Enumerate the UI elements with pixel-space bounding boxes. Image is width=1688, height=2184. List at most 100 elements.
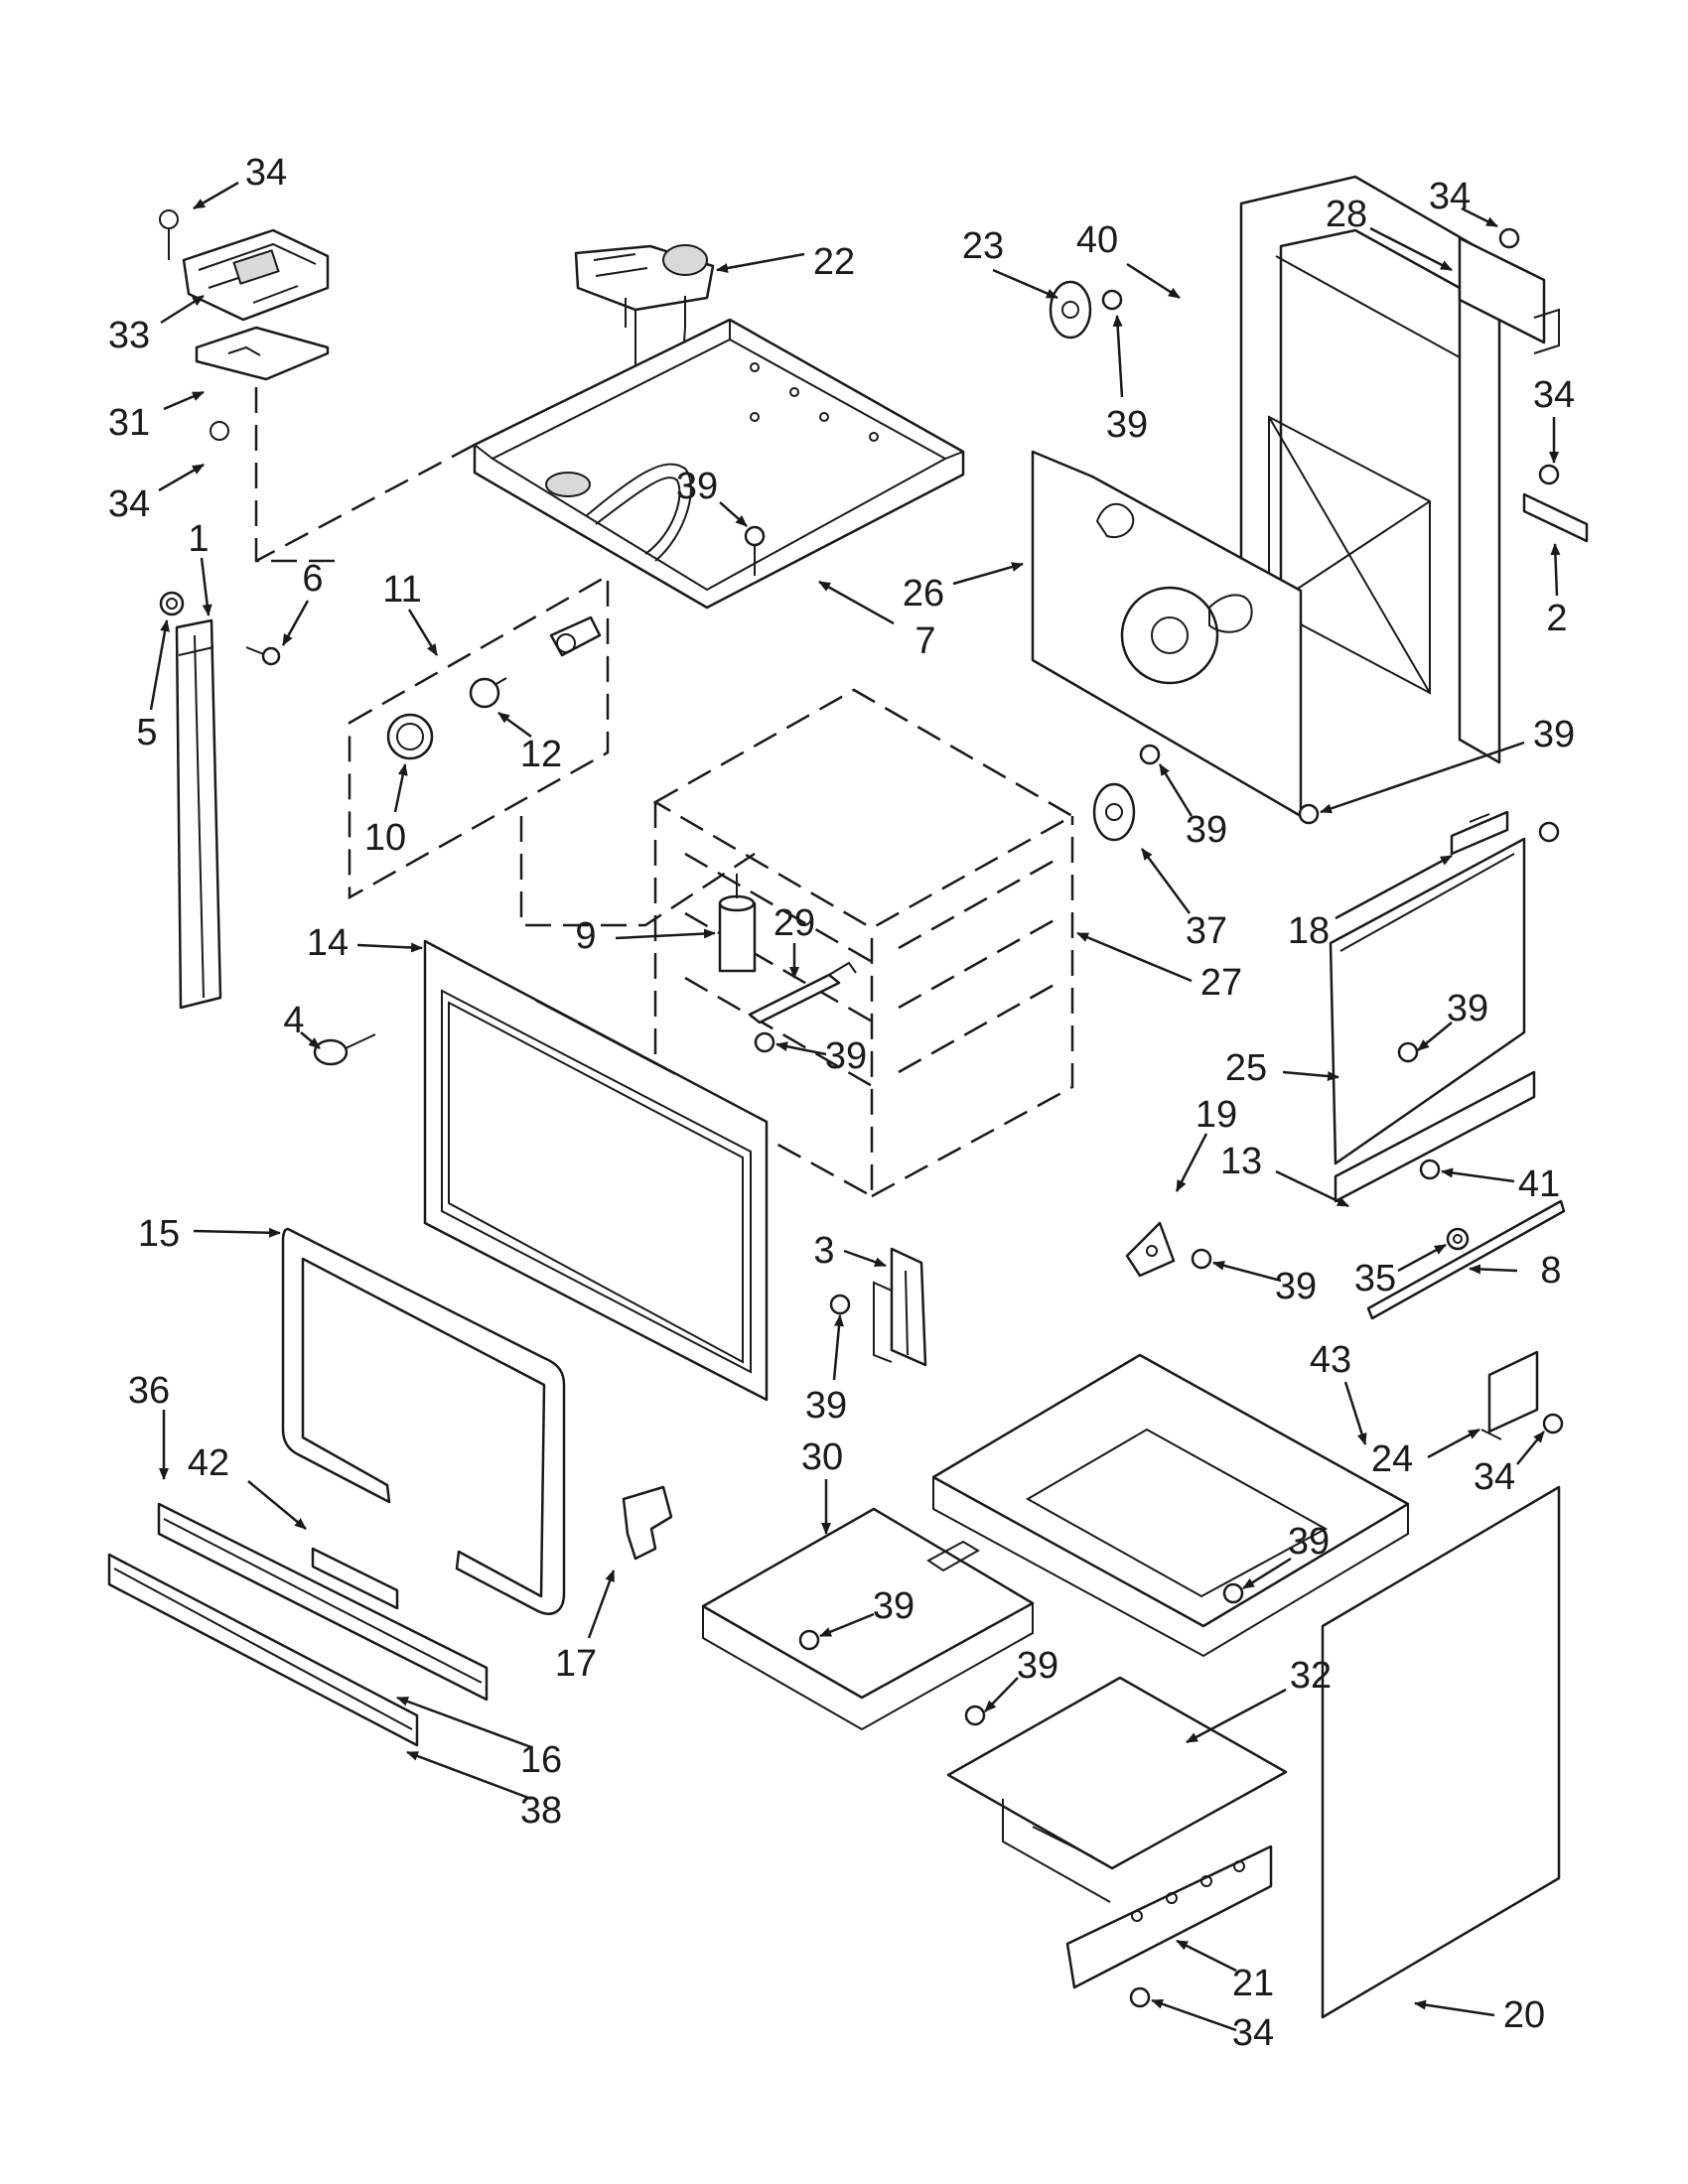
callout-c39d: 39 bbox=[1158, 763, 1227, 851]
part-number-label: 10 bbox=[364, 817, 406, 859]
callout-c24: 24 bbox=[1371, 1428, 1480, 1480]
leader-arrow bbox=[1461, 206, 1498, 228]
door-latch-motor bbox=[574, 244, 715, 328]
leader-arrow bbox=[1275, 1169, 1349, 1208]
leader-arrow bbox=[1186, 1688, 1287, 1744]
hidden-line bbox=[254, 387, 340, 563]
leader-arrow bbox=[497, 711, 532, 739]
callout-c1: 1 bbox=[188, 518, 212, 616]
oven-light-knob bbox=[313, 1033, 376, 1066]
callout-c43: 43 bbox=[1310, 1339, 1367, 1445]
callout-c39b: 39 bbox=[1106, 315, 1148, 446]
part-number-label: 7 bbox=[914, 620, 935, 662]
callout-c21: 21 bbox=[1176, 1939, 1274, 2004]
part-number-label: 18 bbox=[1288, 910, 1330, 952]
lower-front-trim bbox=[157, 1502, 489, 1702]
screw-6 bbox=[245, 646, 281, 666]
part-number-label: 32 bbox=[1290, 1655, 1332, 1697]
screw-39g bbox=[829, 1294, 851, 1315]
thermostat-37 bbox=[1092, 782, 1136, 842]
door-gasket bbox=[281, 1227, 566, 1615]
lower-panel-30 bbox=[701, 1507, 1035, 1731]
part-number-label: 22 bbox=[813, 241, 855, 283]
part-number-label: 9 bbox=[575, 915, 596, 957]
screw-39a bbox=[744, 525, 766, 576]
leader-arrow bbox=[200, 557, 212, 616]
leader-arrow bbox=[1151, 1998, 1237, 2032]
callout-c28: 28 bbox=[1326, 194, 1453, 272]
kick-strip bbox=[107, 1553, 419, 1747]
part-number-label: 34 bbox=[108, 483, 150, 525]
leader-arrow bbox=[193, 1227, 281, 1238]
leader-arrow bbox=[300, 1031, 321, 1049]
rail-2 bbox=[1522, 492, 1589, 543]
callout-c34b: 34 bbox=[108, 463, 205, 525]
part-number-label: 27 bbox=[1200, 962, 1242, 1004]
leader-arrow bbox=[819, 1612, 875, 1638]
leader-arrow bbox=[1175, 1133, 1208, 1192]
part-number-label: 36 bbox=[128, 1370, 170, 1412]
trim-clip bbox=[159, 591, 185, 616]
part-number-label: 28 bbox=[1326, 194, 1367, 235]
callout-c34e: 34 bbox=[1474, 1431, 1545, 1498]
part-number-label: 1 bbox=[188, 518, 209, 560]
leader-arrow bbox=[393, 763, 408, 813]
callout-c39a: 39 bbox=[676, 466, 748, 527]
part-number-label: 39 bbox=[1275, 1266, 1317, 1307]
part-number-label: 30 bbox=[801, 1436, 843, 1478]
callout-c34d: 34 bbox=[1533, 374, 1575, 464]
callout-c34f: 34 bbox=[1151, 1998, 1274, 2054]
callout-c42: 42 bbox=[188, 1442, 307, 1530]
leader-arrow bbox=[247, 1480, 307, 1530]
callout-c2: 2 bbox=[1546, 543, 1568, 639]
rail-8 bbox=[1366, 1199, 1566, 1320]
screw-39j bbox=[798, 1629, 820, 1651]
leader-arrow bbox=[281, 600, 310, 646]
side-bracket-panel bbox=[1329, 837, 1526, 1165]
lamp-lens bbox=[386, 713, 434, 760]
screw-39f bbox=[1397, 1041, 1419, 1063]
leader-arrow bbox=[1469, 1264, 1518, 1275]
part-number-label: 16 bbox=[520, 1739, 562, 1781]
leader-arrow bbox=[1414, 1999, 1495, 2017]
screw-39d bbox=[1139, 744, 1161, 765]
control-board-bracket bbox=[159, 209, 330, 322]
leader-arrow bbox=[1282, 1070, 1339, 1082]
callout-c39i: 39 bbox=[1242, 1521, 1330, 1590]
trim-insert bbox=[311, 1547, 399, 1610]
board-cover-plate bbox=[195, 326, 330, 381]
screw-34e bbox=[1542, 1413, 1564, 1434]
screw-39k bbox=[964, 1705, 986, 1726]
part-number-label: 25 bbox=[1225, 1047, 1267, 1089]
front-trim-strip bbox=[175, 618, 222, 1010]
callout-c32: 32 bbox=[1186, 1655, 1332, 1744]
callout-c14: 14 bbox=[307, 922, 423, 964]
callout-c34c: 34 bbox=[1429, 176, 1498, 228]
callout-c39c: 39 bbox=[1320, 714, 1575, 814]
callout-c8: 8 bbox=[1469, 1250, 1562, 1292]
part-number-label: 3 bbox=[813, 1230, 834, 1272]
callout-c11: 11 bbox=[382, 569, 439, 656]
bracket-19 bbox=[1125, 1221, 1176, 1278]
leader-arrow bbox=[587, 1570, 616, 1639]
part-number-label: 13 bbox=[1220, 1141, 1262, 1182]
callout-c35: 35 bbox=[1354, 1243, 1447, 1299]
part-number-label: 17 bbox=[555, 1643, 597, 1685]
part-number-label: 34 bbox=[1232, 2012, 1274, 2054]
leader-arrow bbox=[1242, 1557, 1292, 1590]
part-number-label: 4 bbox=[283, 1000, 304, 1041]
part-number-label: 39 bbox=[873, 1585, 914, 1627]
part-number-label: 39 bbox=[825, 1035, 867, 1077]
callout-c34a: 34 bbox=[193, 152, 287, 210]
hidden-line bbox=[255, 443, 476, 563]
part-number-label: 29 bbox=[774, 902, 815, 944]
callout-c22: 22 bbox=[716, 241, 855, 283]
callout-c30: 30 bbox=[801, 1436, 843, 1535]
callout-c19: 19 bbox=[1175, 1094, 1237, 1192]
screw-39h bbox=[1191, 1248, 1212, 1270]
leader-arrow bbox=[1176, 1939, 1237, 1973]
rear-panel-26 bbox=[1031, 450, 1303, 818]
screw-39i bbox=[1222, 1582, 1244, 1604]
leader-arrow bbox=[775, 1041, 827, 1056]
